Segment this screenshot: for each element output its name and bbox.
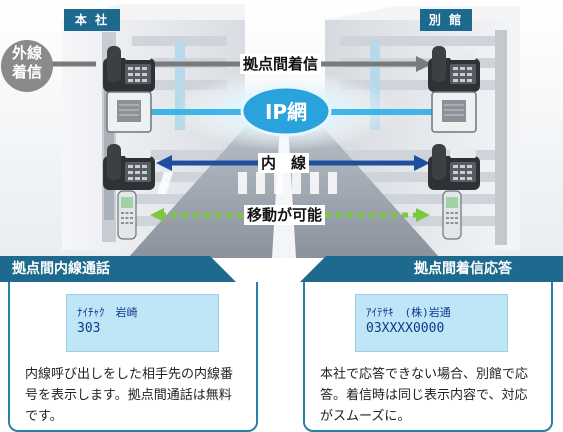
desk-phone-icon bbox=[103, 144, 155, 190]
extension-arrowhead-left bbox=[156, 155, 172, 171]
ip-network-bubble bbox=[240, 85, 332, 137]
panel-title-internal-call: 拠点間内線通話 bbox=[12, 261, 110, 277]
display-line-caller: ﾅｲﾁｬｸ 岩崎 bbox=[77, 306, 138, 319]
desk-phone-icon bbox=[428, 144, 480, 190]
main-office-tag: 本 社 bbox=[64, 9, 120, 31]
incoming-arrowhead bbox=[416, 56, 432, 72]
mobility-label: 移動が可能 bbox=[244, 205, 326, 225]
annex-tag: 別 館 bbox=[420, 9, 472, 31]
desk-phone-icon bbox=[428, 46, 480, 92]
mobility-arrowhead-left bbox=[150, 208, 164, 222]
ip-network-label: IP網 bbox=[264, 100, 308, 124]
phone-display: ｱｲﾃｻｷ (株)岩通 03XXXX0000 bbox=[355, 294, 508, 352]
display-line-number: 303 bbox=[77, 321, 101, 336]
panel-header-bg-right bbox=[300, 256, 563, 282]
external-call-badge bbox=[1, 40, 53, 92]
extension-label: 内 線 bbox=[258, 153, 310, 173]
desk-phone-icon bbox=[103, 46, 155, 92]
panel-description: 内線呼び出しをした相手先の内線番号を表示します。拠点間通話は無料です。 bbox=[25, 367, 234, 424]
mobility-arrowhead-right bbox=[416, 208, 430, 222]
internal-call-panel: ﾅｲﾁｬｸ 岩崎 303 内線呼び出しをした相手先の内線番号を表示します。拠点間… bbox=[8, 282, 258, 432]
extension-arrowhead-right bbox=[414, 155, 430, 171]
panel-description: 本社で応答できない場合、別館で応答。着信時は同じ表示内容で、対応がスムーズに。 bbox=[320, 367, 529, 424]
incoming-answer-panel: ｱｲﾃｻｷ (株)岩通 03XXXX0000 本社で応答できない場合、別館で応答… bbox=[303, 282, 553, 432]
conference-unit-icon bbox=[106, 91, 152, 133]
display-line-number: 03XXXX0000 bbox=[366, 321, 445, 336]
panel-title-incoming-answer: 拠点間着信応答 bbox=[414, 261, 512, 277]
mobile-handset-icon bbox=[442, 190, 462, 240]
incoming-label: 拠点間着信 bbox=[240, 54, 322, 74]
mobile-handset-icon bbox=[117, 190, 137, 240]
display-line-caller: ｱｲﾃｻｷ (株)岩通 bbox=[366, 306, 451, 319]
phone-display: ﾅｲﾁｬｸ 岩崎 303 bbox=[66, 294, 219, 352]
conference-unit-icon bbox=[431, 91, 477, 133]
external-call-label: 外線 着信 bbox=[11, 44, 42, 81]
panel-header-bg-left bbox=[0, 256, 236, 282]
